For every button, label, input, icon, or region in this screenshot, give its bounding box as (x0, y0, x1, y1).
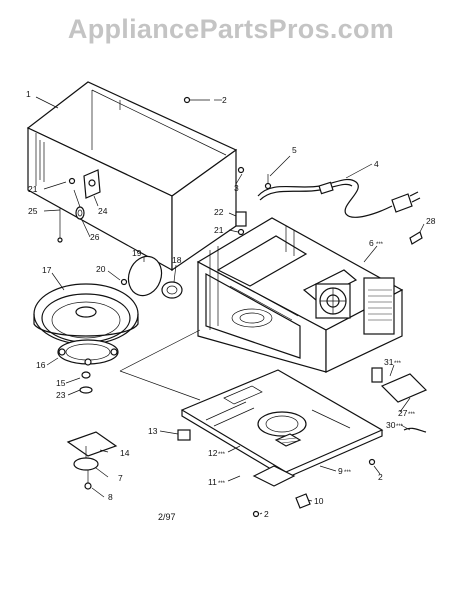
callout-6-note: *** (376, 242, 384, 248)
callout-17: 17 (42, 265, 52, 275)
roller-ring (57, 339, 119, 366)
base-plate (180, 369, 384, 479)
screw-2-bottom (252, 510, 260, 518)
outer-cabinet (26, 81, 238, 272)
wire-30 (403, 427, 427, 433)
sensor-31 (371, 367, 383, 383)
callout-15: 15 (56, 378, 66, 388)
callout-27-note: *** (408, 412, 416, 418)
screw-28 (409, 231, 423, 245)
callout-12: 12 (208, 448, 218, 458)
fan-motor-10 (252, 465, 311, 509)
callout-6: 6 (369, 238, 374, 248)
screw-2-right (368, 458, 376, 466)
callout-27: 27 (398, 408, 408, 418)
callout-31-note: *** (394, 361, 402, 367)
callout-24: 24 (98, 206, 108, 216)
grommet (73, 189, 85, 220)
callout-12-note: *** (218, 452, 226, 458)
motor-14 (66, 431, 118, 471)
callout-19: 19 (132, 248, 142, 258)
power-cord (257, 174, 421, 218)
light-cover (120, 255, 163, 297)
date-code: 2/97 (158, 512, 176, 522)
callout-31: 31 (384, 357, 394, 367)
callout-2-top: 2 (222, 95, 227, 105)
leader-lines (35, 96, 425, 515)
callout-30-note: *** (396, 424, 404, 430)
callout-22: 22 (214, 207, 224, 217)
callout-10: 10 (314, 496, 324, 506)
callout-9: 9 (338, 466, 343, 476)
callout-21-left: 21 (28, 184, 38, 194)
callout-26: 26 (90, 232, 100, 242)
callout-9-note: *** (344, 470, 352, 476)
door-switch-27 (380, 373, 428, 403)
callout-labels: 1 2 3 4 5 6 *** 28 21 25 24 26 22 21 19 … (26, 89, 436, 519)
turntable (33, 283, 139, 345)
bracket (83, 169, 101, 199)
callout-13: 13 (148, 426, 158, 436)
callout-11-note: *** (218, 481, 226, 487)
callout-28: 28 (426, 216, 436, 226)
bracket-13 (177, 429, 191, 441)
callout-2-bottom: 2 (264, 509, 269, 519)
callout-23: 23 (56, 390, 66, 400)
control-vents (368, 289, 392, 321)
callout-14: 14 (120, 448, 130, 458)
cabinet-screws (57, 96, 245, 243)
watermark: AppliancePartsPros.com (67, 14, 395, 44)
callout-2-right: 2 (378, 472, 383, 482)
callout-21-right: 21 (214, 225, 224, 235)
interlock-switch (235, 211, 247, 236)
callout-20: 20 (96, 264, 106, 274)
callout-7: 7 (118, 473, 123, 483)
callout-8: 8 (108, 492, 113, 502)
callout-25: 25 (28, 206, 38, 216)
callout-5: 5 (292, 145, 297, 155)
callout-18: 18 (172, 255, 182, 265)
coupler-15 (79, 371, 93, 394)
callout-30: 30 (386, 420, 396, 430)
callout-16: 16 (36, 360, 46, 370)
callout-1: 1 (26, 89, 31, 99)
oven-cavity (196, 217, 404, 373)
callout-3: 3 (234, 183, 239, 193)
callout-11: 11 (208, 477, 217, 487)
screw-8 (84, 470, 92, 490)
callout-4: 4 (374, 159, 379, 169)
lamp-socket (161, 281, 183, 299)
